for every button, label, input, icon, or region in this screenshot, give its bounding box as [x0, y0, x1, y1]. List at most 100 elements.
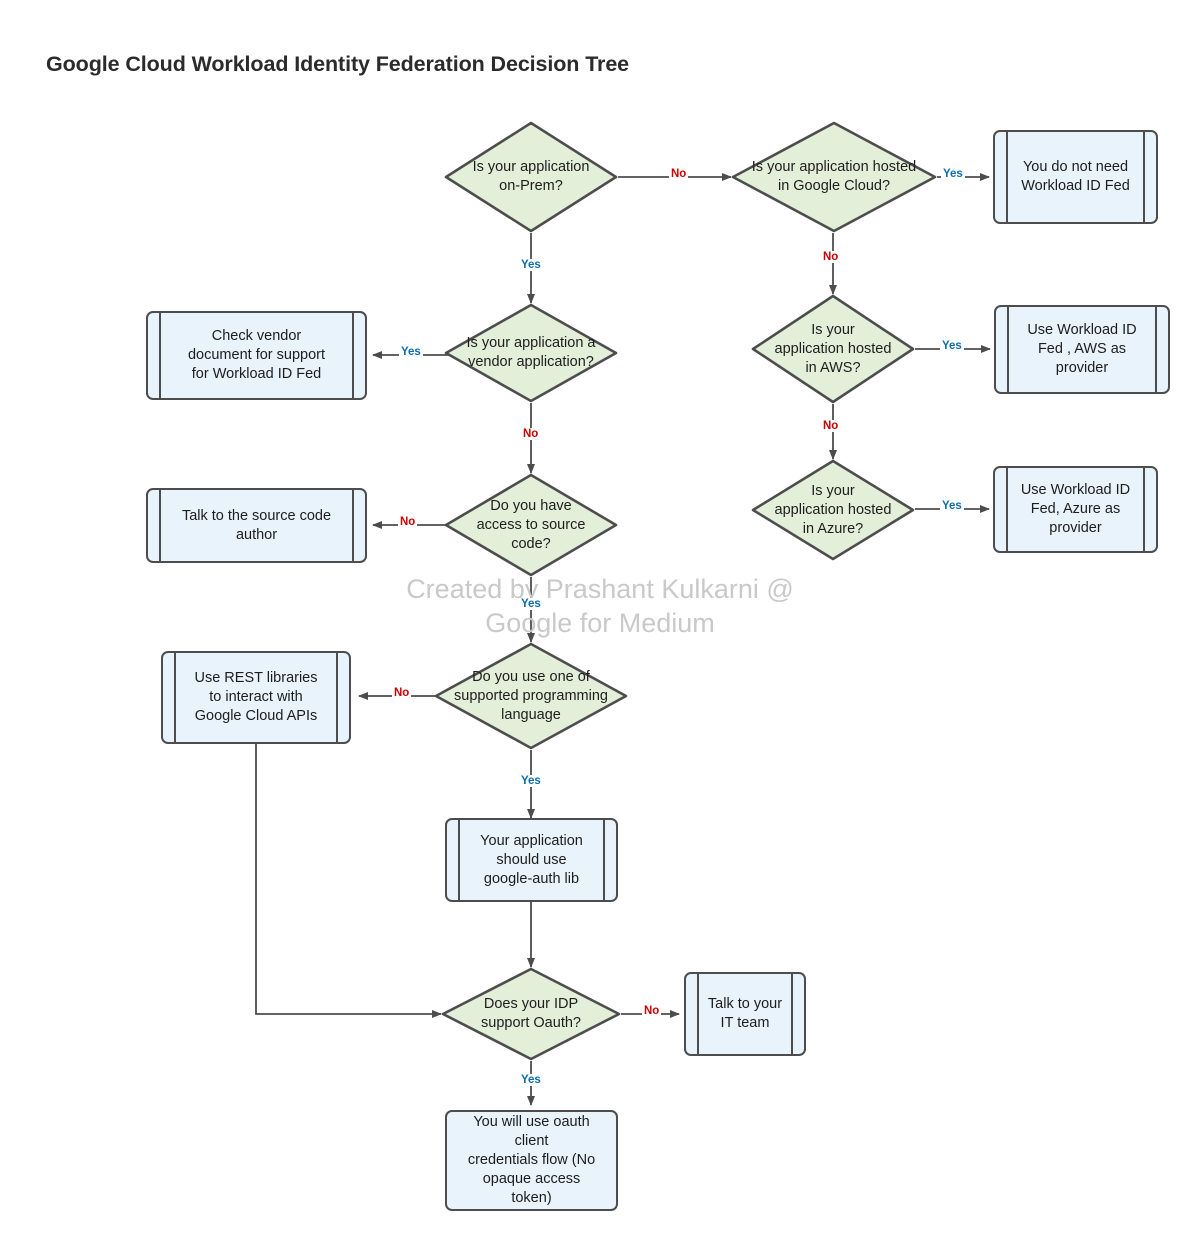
process-no-need-wif[interactable]: You do not need Workload ID Fed: [993, 130, 1158, 224]
text-line: supported programming: [454, 687, 608, 704]
decision-in-aws[interactable]: Is your application hosted in AWS?: [751, 294, 915, 404]
process-use-rest-libraries[interactable]: Use REST libraries to interact with Goog…: [161, 651, 351, 744]
edge-label-idp-no: No: [642, 1005, 662, 1017]
decision-on-prem[interactable]: Is your application on-Prem?: [444, 121, 618, 233]
diamond-shape: [434, 642, 628, 750]
text-line: document for support: [187, 347, 326, 363]
decision-in-azure-text: Is your application hosted in Azure?: [775, 482, 892, 539]
decision-vendor-application[interactable]: Is your application a vendor application…: [444, 303, 618, 403]
decision-idp-supports-oauth[interactable]: Does your IDP support Oauth?: [441, 967, 621, 1061]
text-line: provider: [1055, 360, 1109, 376]
text-line: You do not need: [1022, 159, 1129, 175]
text-line: google-auth lib: [483, 870, 580, 887]
process-use-wif-azure-text: Use Workload ID Fed, Azure as provider: [1005, 481, 1146, 538]
process-talk-it-team[interactable]: Talk to your IT team: [684, 972, 806, 1056]
text-line: support Oauth?: [481, 1015, 581, 1031]
text-line: opaque access token): [482, 1171, 581, 1206]
edge-label-ingcp-yes: Yes: [941, 168, 965, 180]
edge-label-vendor-yes: Yes: [399, 346, 423, 358]
decision-supported-language-text: Do you use one of supported programming …: [454, 668, 608, 725]
text-line: Do you have: [490, 497, 572, 514]
diamond-shape: [444, 121, 618, 233]
edge-label-lang-no: No: [392, 687, 412, 699]
text-line: in Google Cloud?: [777, 178, 891, 194]
decision-in-aws-text: Is your application hosted in AWS?: [775, 321, 892, 378]
decision-on-prem-text: Is your application on-Prem?: [473, 158, 590, 196]
process-check-vendor-doc-text: Check vendor document for support for Wo…: [172, 327, 341, 384]
text-line: Is your application a: [466, 335, 596, 351]
text-line: IT team: [720, 1015, 770, 1031]
process-talk-it-team-text: Talk to your IT team: [692, 995, 798, 1033]
diamond-shape: [731, 121, 937, 233]
edge-label-ingcp-no: No: [821, 251, 841, 263]
text-line: Is your: [811, 482, 855, 499]
diamond-shape: [444, 303, 618, 403]
text-line: Does your IDP: [483, 996, 579, 1012]
process-oauth-client-credentials-flow-text: You will use oauth client credentials fl…: [447, 1113, 616, 1208]
text-line: to interact with: [209, 689, 303, 705]
edge-label-source-no: No: [398, 516, 418, 528]
text-line: in Azure?: [802, 520, 864, 537]
text-line: Google Cloud APIs: [194, 708, 318, 724]
process-no-need-wif-text: You do not need Workload ID Fed: [1005, 158, 1146, 196]
diamond-shape: [444, 473, 618, 577]
text-line: for Workload ID Fed: [191, 366, 322, 382]
decision-source-code-access[interactable]: Do you have access to source code?: [444, 473, 618, 577]
edge-label-onprem-no: No: [669, 168, 689, 180]
diamond-shape: [751, 459, 915, 561]
decision-source-code-access-text: Do you have access to source code?: [477, 497, 586, 554]
decision-supported-language[interactable]: Do you use one of supported programming …: [434, 642, 628, 750]
process-use-google-auth-lib-text: Your application should use google-auth …: [464, 832, 599, 889]
text-line: Talk to the source code: [181, 507, 332, 524]
text-line: on-Prem?: [499, 178, 563, 194]
text-line: Use Workload ID: [1027, 322, 1137, 338]
text-line: should use: [496, 851, 567, 868]
decision-idp-supports-oauth-text: Does your IDP support Oauth?: [481, 995, 581, 1033]
text-line: provider: [1049, 520, 1102, 536]
edge-label-azure-yes: Yes: [940, 500, 964, 512]
text-line: language: [501, 706, 561, 723]
process-use-wif-azure[interactable]: Use Workload ID Fed, Azure as provider: [993, 466, 1158, 553]
text-line: Is your application: [472, 159, 590, 175]
edge-label-source-yes: Yes: [519, 598, 543, 610]
text-line: Is your application hosted: [751, 159, 917, 175]
edge-label-vendor-no: No: [521, 428, 541, 440]
edge-userest-idp: [255, 744, 442, 1018]
process-use-rest-libraries-text: Use REST libraries to interact with Goog…: [178, 669, 333, 726]
process-talk-source-author[interactable]: Talk to the source code author: [146, 488, 367, 563]
diamond-shape: [751, 294, 915, 404]
text-line: application hosted: [774, 501, 892, 518]
process-check-vendor-doc[interactable]: Check vendor document for support for Wo…: [146, 311, 367, 400]
page-title: Google Cloud Workload Identity Federatio…: [46, 52, 630, 76]
process-use-wif-aws[interactable]: Use Workload ID Fed , AWS as provider: [994, 305, 1170, 394]
text-line: You will use oauth client: [473, 1114, 590, 1149]
process-use-google-auth-lib[interactable]: Your application should use google-auth …: [445, 818, 618, 902]
diamond-shape: [441, 967, 621, 1061]
process-talk-source-author-text: Talk to the source code author: [166, 507, 347, 545]
text-line: Talk to your: [707, 996, 783, 1012]
text-line: Your application: [480, 832, 583, 849]
edge-label-aws-yes: Yes: [940, 340, 964, 352]
text-line: Use Workload ID: [1020, 482, 1131, 498]
text-line: access to source: [476, 516, 586, 533]
decision-in-google-cloud-text: Is your application hosted in Google Clo…: [752, 158, 916, 196]
text-line: Check vendor: [211, 328, 302, 344]
edge-label-onprem-yes: Yes: [519, 259, 543, 271]
decision-in-google-cloud[interactable]: Is your application hosted in Google Clo…: [731, 121, 937, 233]
text-line: Fed, Azure as: [1030, 501, 1121, 517]
process-use-wif-aws-text: Use Workload ID Fed , AWS as provider: [1011, 321, 1152, 378]
text-line: Is your: [811, 321, 855, 338]
decision-vendor-application-text: Is your application a vendor application…: [467, 334, 596, 372]
process-oauth-client-credentials-flow[interactable]: You will use oauth client credentials fl…: [445, 1110, 618, 1211]
text-line: in AWS?: [805, 359, 861, 376]
text-line: credentials flow (No: [467, 1152, 596, 1168]
edge-label-idp-yes: Yes: [519, 1074, 543, 1086]
text-line: Use REST libraries: [194, 670, 318, 686]
edge-label-lang-yes: Yes: [519, 775, 543, 787]
text-line: Do you use one of: [472, 668, 590, 685]
text-line: Workload ID Fed: [1021, 178, 1130, 194]
text-line: application hosted: [774, 340, 892, 357]
text-line: author: [235, 526, 278, 543]
text-line: Fed , AWS as: [1037, 341, 1127, 357]
decision-in-azure[interactable]: Is your application hosted in Azure?: [751, 459, 915, 561]
